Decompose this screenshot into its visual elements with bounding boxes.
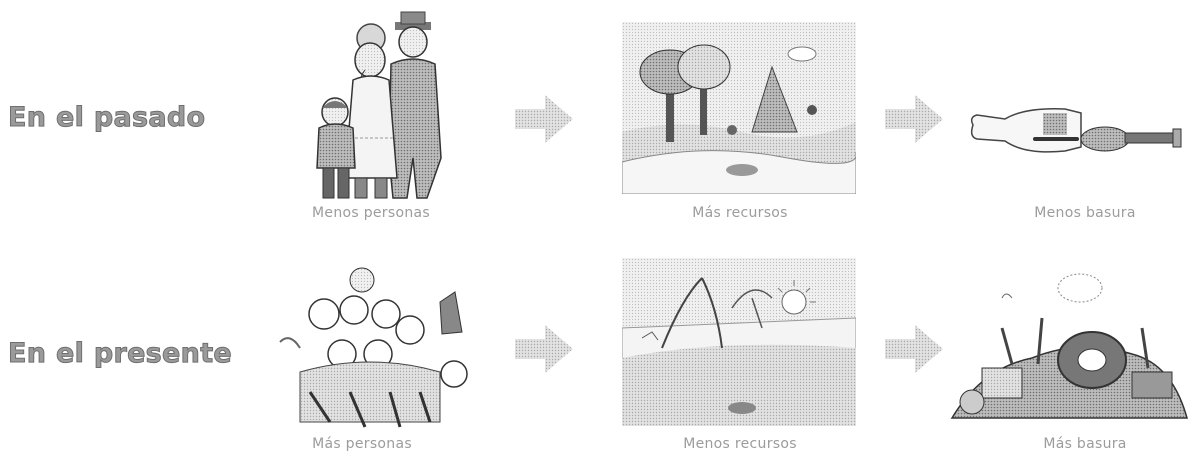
caption-mas-personas: Más personas (312, 436, 412, 452)
trash-pile-illustration (950, 273, 1188, 419)
right-arrow-icon (885, 325, 943, 373)
right-arrow-icon (515, 325, 573, 373)
small-trash-illustration (970, 107, 1182, 153)
small-family-illustration (316, 11, 442, 199)
lush-landscape-illustration (622, 22, 856, 194)
caption-menos-recursos: Menos recursos (683, 436, 797, 452)
caption-menos-personas: Menos personas (312, 205, 430, 221)
crowd-illustration (279, 267, 468, 428)
caption-menos-basura: Menos basura (1034, 205, 1136, 221)
caption-mas-recursos: Más recursos (692, 205, 788, 221)
row-label-past: En el pasado (7, 102, 206, 134)
row-label-present: En el presente (7, 338, 233, 370)
right-arrow-icon (885, 95, 943, 143)
right-arrow-icon (515, 95, 573, 143)
barren-landscape-illustration (622, 258, 856, 426)
caption-mas-basura: Más basura (1043, 436, 1127, 452)
